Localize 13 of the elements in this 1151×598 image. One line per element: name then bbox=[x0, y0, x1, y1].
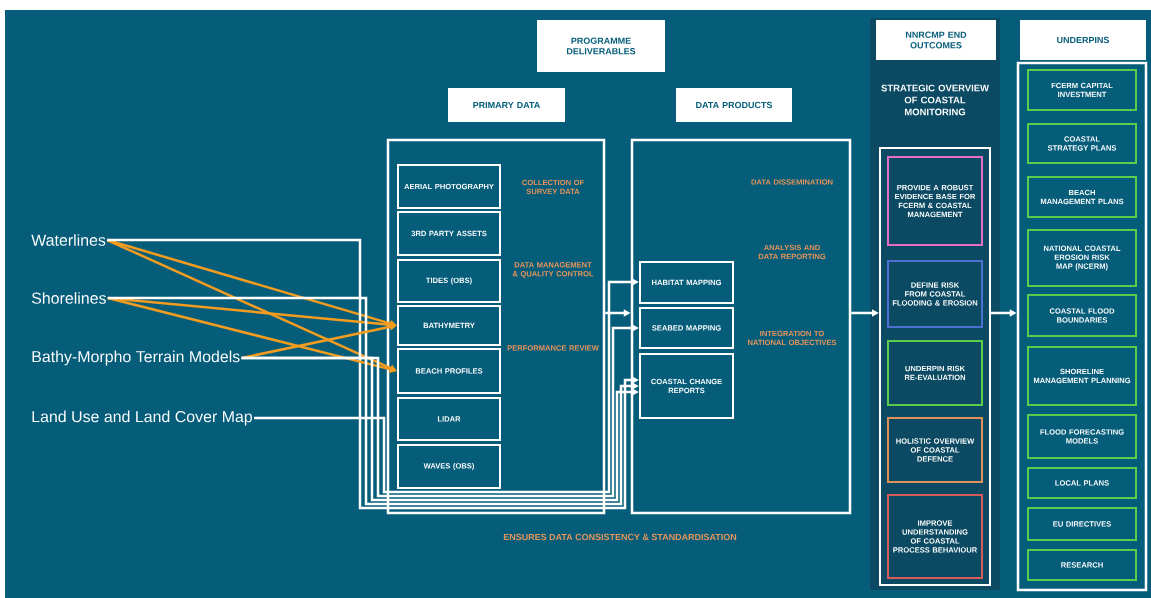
source-label: Shorelines bbox=[31, 292, 106, 304]
source-label: Bathy-Morpho Terrain Models bbox=[32, 350, 240, 366]
arrow bbox=[106, 238, 397, 372]
header-box: PROGRAMME DELIVERABLES bbox=[537, 20, 665, 72]
header-box: NNRCMP END OUTCOMES bbox=[876, 20, 996, 60]
source-label: Waterlines bbox=[31, 234, 106, 246]
note-text: ENSURES DATA CONSISTENCY & STANDARDISATION bbox=[503, 533, 737, 541]
header-box: UNDERPINS bbox=[1020, 20, 1146, 60]
header-box: DATA PRODUCTS bbox=[676, 88, 792, 122]
header-box: PRIMARY DATA bbox=[448, 88, 565, 122]
source-label: Land Use and Land Cover Map bbox=[32, 410, 252, 426]
outline-box bbox=[879, 147, 991, 586]
subtitle-text: STRATEGIC OVERVIEW OF COASTAL MONITORING bbox=[881, 84, 989, 116]
